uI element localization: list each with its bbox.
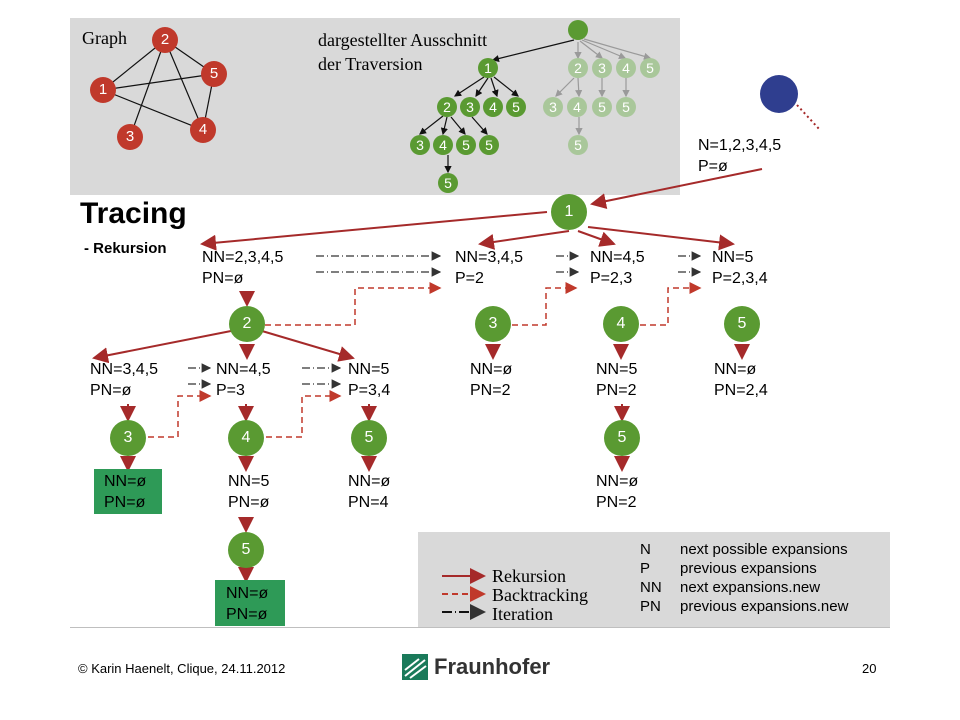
legend-panel: [418, 532, 890, 628]
node-2-4-5: 5: [228, 532, 264, 568]
state-l3-d: NN=ø PN=2: [596, 473, 639, 511]
graph-node-3: 3: [117, 124, 143, 150]
node-3: 3: [475, 306, 511, 342]
footer-copyright: © Karin Haenelt, Clique, 24.11.2012: [78, 661, 286, 676]
abbrev-desc-pn: previous expansions.new: [680, 598, 849, 615]
excerpt-tree-edges-light: [555, 38, 652, 136]
state-l2-b: NN=4,5 P=3: [216, 361, 271, 399]
abbrev-key-n: N: [640, 541, 651, 558]
rekursion-edges: [92, 168, 763, 583]
state-l1-c: NN=4,5 P=2,3: [590, 249, 645, 287]
node-2-4: 4: [228, 420, 264, 456]
excerpt-tree-node: 5: [438, 173, 458, 193]
excerpt-tree-node: 5: [568, 135, 588, 155]
excerpt-tree-node: 3: [543, 97, 563, 117]
excerpt-tree-node: 5: [456, 135, 476, 155]
excerpt-tree-node: 2: [437, 97, 457, 117]
legend-iteration: Iteration: [492, 604, 553, 624]
abbrev-key-nn: NN: [640, 579, 662, 596]
backtracking-edges: [148, 282, 702, 438]
iteration-edges: [188, 251, 702, 389]
excerpt-tree-node: 5: [592, 97, 612, 117]
fraunhofer-logo-icon: [402, 654, 428, 680]
excerpt-tree-node: 5: [506, 97, 526, 117]
success-box-2: [215, 580, 285, 626]
state-l3-b: NN=5 PN=ø: [228, 473, 270, 511]
excerpt-tree-node: 3: [410, 135, 430, 155]
node-4: 4: [603, 306, 639, 342]
content-divider: [70, 627, 890, 628]
graph-node-5: 5: [201, 61, 227, 87]
success-box-1: [94, 469, 162, 514]
abbrev-desc-p: previous expansions: [680, 560, 817, 577]
abbrev-desc-nn: next expansions.new: [680, 579, 821, 596]
state-l2-c: NN=5 P=3,4: [348, 361, 391, 399]
graph-node-4: 4: [190, 117, 216, 143]
excerpt-tree-node: 4: [433, 135, 453, 155]
excerpt-tree-node: 5: [640, 58, 660, 78]
root-node: [760, 75, 798, 113]
excerpt-tree-root: [568, 20, 588, 40]
graph-node-2: 2: [152, 27, 178, 53]
excerpt-tree-node: 3: [460, 97, 480, 117]
excerpt-tree-node: 5: [616, 97, 636, 117]
excerpt-tree-node: 1: [478, 58, 498, 78]
state-l2-e: NN=5 PN=2: [596, 361, 638, 399]
node-2-5: 5: [351, 420, 387, 456]
excerpt-tree-node: 3: [592, 58, 612, 78]
state-l2-a: NN=3,4,5 PN=ø: [90, 361, 159, 399]
legend-backtracking: Backtracking: [492, 585, 588, 605]
node-2: 2: [229, 306, 265, 342]
abbrev-key-p: P: [640, 560, 651, 577]
page-subtitle: - Rekursion: [84, 240, 167, 257]
state-l2-d: NN=ø PN=2: [470, 361, 513, 399]
state-l3-c: NN=ø PN=4: [348, 473, 391, 511]
page-title: Tracing: [80, 197, 187, 230]
state-l3-a: NN=ø PN=ø: [104, 473, 147, 511]
legend-rekursion: Rekursion: [492, 566, 566, 586]
excerpt-tree-node: 5: [479, 135, 499, 155]
state-l1-a: NN=2,3,4,5 PN=ø: [202, 249, 284, 287]
excerpt-tree-node: 4: [483, 97, 503, 117]
root-state: N=1,2,3,4,5 P=ø: [698, 137, 782, 175]
abbrev-key-pn: PN: [640, 598, 661, 615]
state-l2-f: NN=ø PN=2,4: [714, 361, 768, 399]
state-l1-d: NN=5 P=2,3,4: [712, 249, 768, 287]
node-4-5: 5: [604, 420, 640, 456]
excerpt-tree-node: 4: [616, 58, 636, 78]
node-1: 1: [551, 194, 587, 230]
excerpt-label: dargestellter Ausschnitt der Traversion: [318, 30, 488, 74]
excerpt-tree-node: 4: [567, 97, 587, 117]
fraunhofer-logo-text: Fraunhofer: [434, 654, 551, 679]
node-2-3: 3: [110, 420, 146, 456]
graph-node-1: 1: [90, 77, 116, 103]
node-5: 5: [724, 306, 760, 342]
page-number: 20: [862, 661, 877, 676]
graph-label: Graph: [82, 28, 127, 48]
state-l4-a: NN=ø PN=ø: [226, 585, 269, 623]
excerpt-tree-edges: [419, 39, 575, 174]
excerpt-tree-node: 2: [568, 58, 588, 78]
state-l1-b: NN=3,4,5 P=2: [455, 249, 524, 287]
abbrev-desc-n: next possible expansions: [680, 541, 848, 558]
